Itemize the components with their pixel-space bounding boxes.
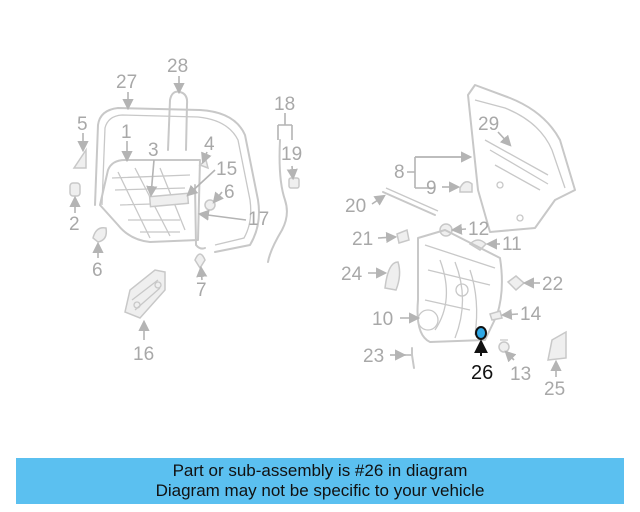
weatherstrip-inner <box>101 114 252 246</box>
part-21-bracket <box>396 228 410 244</box>
part-7-clip <box>194 253 206 270</box>
part-9-bracket <box>459 181 473 193</box>
part-25-cover <box>547 330 567 361</box>
part-2-clip <box>69 182 81 197</box>
callout-27: 27 <box>116 72 137 93</box>
callout-1: 1 <box>121 122 132 143</box>
info-banner: Part or sub-assembly is #26 in diagram D… <box>16 458 624 504</box>
callout-26-highlighted: 26 <box>471 362 493 384</box>
left-door-assembly <box>69 90 260 319</box>
callout-3: 3 <box>148 140 159 161</box>
callout-6b: 6 <box>92 260 103 281</box>
door-inner-frame <box>99 159 201 243</box>
callout-24: 24 <box>341 264 363 285</box>
right-door-assembly <box>382 84 576 369</box>
callout-15: 15 <box>216 159 237 180</box>
weatherstrip-outer <box>94 107 260 253</box>
callout-5: 5 <box>77 114 88 135</box>
banner-line-1: Part or sub-assembly is #26 in diagram <box>172 461 468 480</box>
seal-strip-17 <box>194 184 206 250</box>
part-14-clip <box>489 310 503 321</box>
run-channel <box>167 90 189 151</box>
callout-6a: 6 <box>224 182 235 203</box>
part-24-handle <box>384 261 401 291</box>
callout-25: 25 <box>544 379 565 400</box>
callout-2: 2 <box>69 214 80 235</box>
callout-4: 4 <box>204 134 215 155</box>
banner-line-2: Diagram may not be specific to your vehi… <box>155 481 485 500</box>
part-13-bolt <box>498 341 510 353</box>
part-5-triangle <box>72 147 87 169</box>
parts-diagram: 27 28 5 1 3 4 15 6 2 17 6 7 16 18 19 29 … <box>69 56 576 400</box>
callout-7: 7 <box>196 280 207 301</box>
callout-17: 17 <box>248 209 269 230</box>
callout-12: 12 <box>468 219 489 240</box>
callout-11: 11 <box>502 234 522 255</box>
callout-21: 21 <box>352 229 373 250</box>
middle-strip-assembly <box>267 139 300 263</box>
callout-19: 19 <box>281 144 302 165</box>
part-6-cap <box>92 226 108 243</box>
callout-9: 9 <box>426 178 437 199</box>
part-18-strip <box>267 139 288 263</box>
part-8-frame <box>467 84 576 233</box>
part-20-bar <box>382 191 436 216</box>
callout-numbers: 27 28 5 1 3 4 15 6 2 17 6 7 16 18 19 29 … <box>69 56 565 400</box>
callout-13: 13 <box>510 364 531 385</box>
callout-16: 16 <box>133 344 154 365</box>
callout-10: 10 <box>372 309 393 330</box>
callout-leaders <box>69 76 562 377</box>
callout-14: 14 <box>520 304 542 325</box>
part-22-piece <box>506 275 526 292</box>
part-16-trim <box>124 269 166 319</box>
callout-22: 22 <box>542 274 563 295</box>
part-6b-plug <box>204 199 216 211</box>
part-23-bracket <box>397 347 415 369</box>
part-26-plug-highlighted <box>475 326 487 340</box>
callout-29: 29 <box>478 114 499 135</box>
callout-18: 18 <box>274 94 295 115</box>
callout-23: 23 <box>363 346 384 367</box>
callout-20: 20 <box>345 196 366 217</box>
callout-8: 8 <box>394 162 405 183</box>
callout-28: 28 <box>167 56 188 77</box>
part-19-clip <box>288 177 300 189</box>
